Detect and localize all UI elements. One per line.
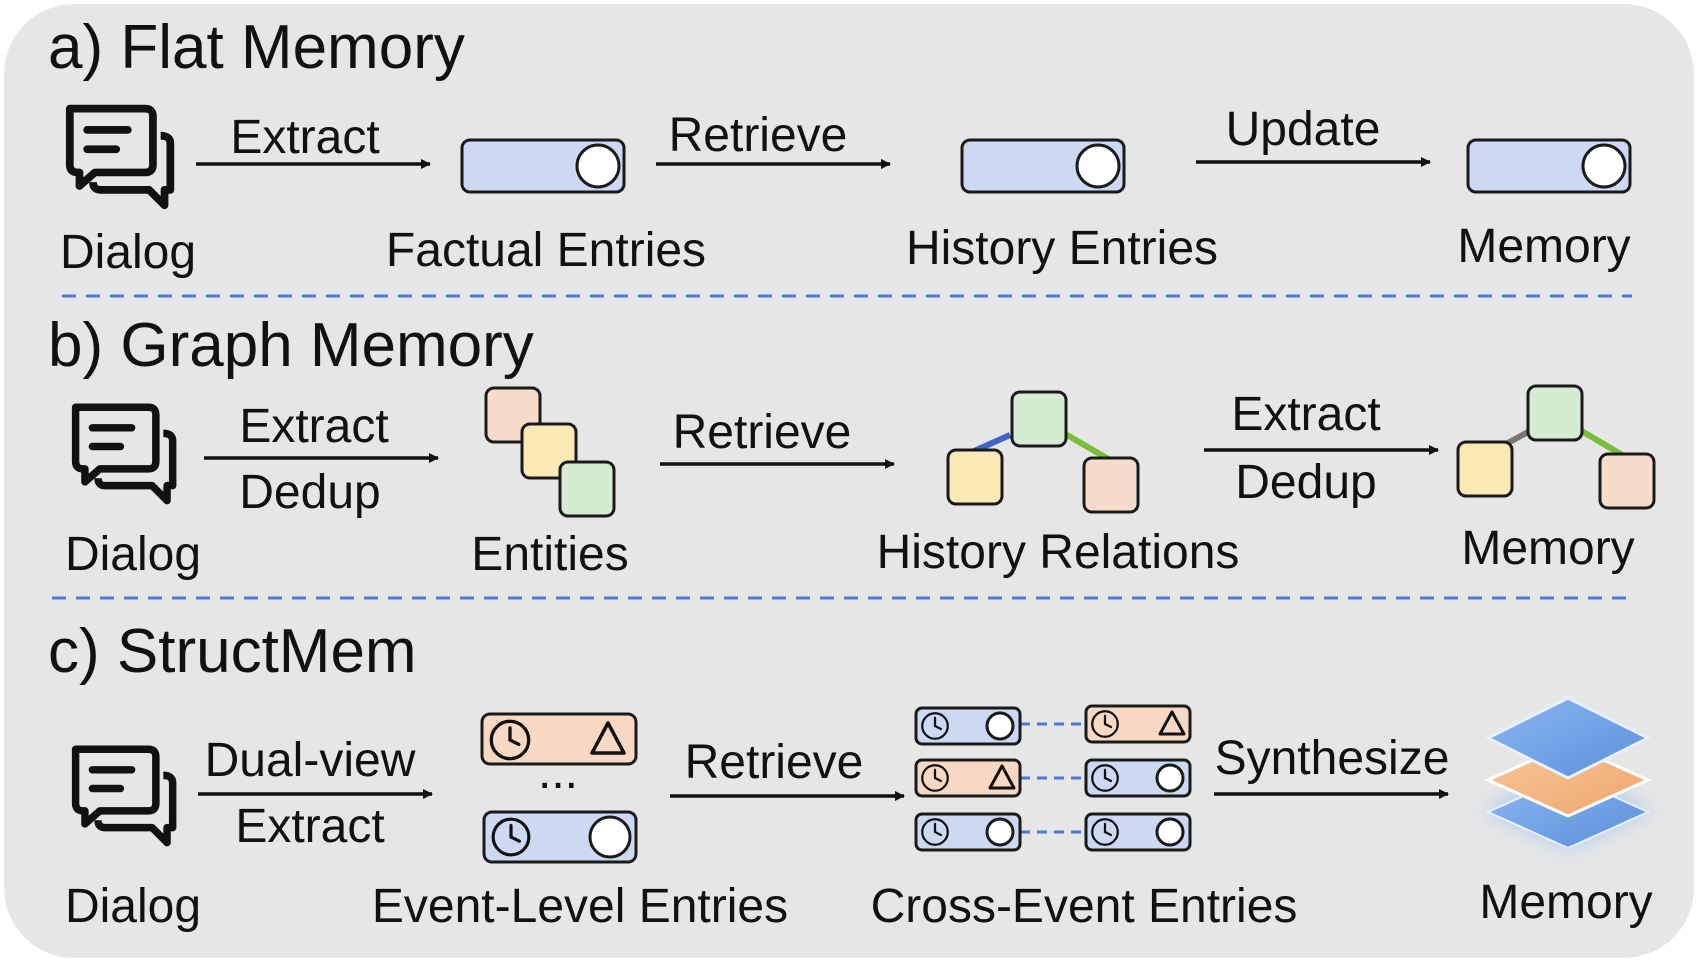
entity-node-icon bbox=[1082, 456, 1140, 514]
background-panel bbox=[4, 4, 1694, 958]
dedup-label: Dedup bbox=[1235, 456, 1376, 509]
section-title-flat: a) Flat Memory bbox=[48, 13, 465, 82]
history-relations-label: History Relations bbox=[877, 526, 1240, 579]
event-entry-orange bbox=[480, 712, 638, 766]
retrieve-label: Retrieve bbox=[685, 736, 864, 789]
dialog-label: Dialog bbox=[60, 226, 196, 279]
dual-view-label: Dual-view bbox=[205, 734, 416, 787]
retrieve-label: Retrieve bbox=[669, 109, 848, 162]
section-flat-memory: a) Flat Memory Dialog Extract Factual En… bbox=[48, 13, 1632, 279]
history-entries-label: History Entries bbox=[906, 222, 1218, 275]
memory-graph bbox=[1456, 384, 1656, 510]
dedup-label: Dedup bbox=[239, 466, 380, 519]
memory-label-struct: Memory bbox=[1479, 876, 1652, 929]
entity-node-icon bbox=[1526, 384, 1584, 442]
extract-label: Extract bbox=[235, 800, 384, 853]
cross-event-entries-label: Cross-Event Entries bbox=[871, 880, 1298, 933]
triangle-icon bbox=[988, 764, 1016, 790]
cross-event-entries bbox=[914, 704, 1192, 852]
section-title-struct: c) StructMem bbox=[48, 617, 417, 686]
event-entry-blue bbox=[482, 810, 638, 864]
entities-label: Entities bbox=[471, 528, 628, 581]
dialog-label: Dialog bbox=[65, 880, 201, 933]
retrieve-label: Retrieve bbox=[673, 406, 852, 459]
factual-entry-icon bbox=[460, 138, 626, 194]
entity-node-icon bbox=[1010, 390, 1068, 448]
history-entry-icon bbox=[960, 138, 1126, 194]
memory-label-graph: Memory bbox=[1461, 522, 1634, 575]
section-graph-memory: b) Graph Memory Dialog Extract Dedup Ent… bbox=[48, 311, 1656, 581]
section-structmem: c) StructMem Dialog Dual-view Extract ..… bbox=[48, 617, 1653, 933]
entities-icon bbox=[484, 386, 616, 518]
relation-edge bbox=[1504, 429, 1530, 447]
section-title-graph: b) Graph Memory bbox=[48, 311, 534, 380]
triangle-icon bbox=[1158, 710, 1186, 736]
history-relations-graph bbox=[946, 390, 1140, 514]
relation-edge bbox=[1060, 429, 1112, 463]
update-label: Update bbox=[1226, 103, 1381, 156]
layers-stack-icon bbox=[1484, 696, 1652, 850]
event-level-entries-label: Event-Level Entries bbox=[372, 880, 788, 933]
entity-node-icon bbox=[946, 448, 1004, 506]
entity-node-icon bbox=[558, 460, 616, 518]
extract-label: Extract bbox=[239, 400, 388, 453]
entity-node-icon bbox=[1456, 440, 1514, 498]
memory-entry-icon bbox=[1466, 138, 1632, 194]
extract-label: Extract bbox=[230, 111, 379, 164]
factual-entries-label: Factual Entries bbox=[386, 224, 706, 277]
dialog-label: Dialog bbox=[65, 528, 201, 581]
entity-node-icon bbox=[1598, 452, 1656, 510]
ellipsis-label: ... bbox=[538, 746, 578, 799]
relation-edge bbox=[1578, 427, 1626, 459]
memory-label-flat: Memory bbox=[1457, 220, 1630, 273]
synthesize-label: Synthesize bbox=[1215, 732, 1450, 785]
extract-label: Extract bbox=[1231, 388, 1380, 441]
triangle-icon bbox=[590, 721, 626, 755]
